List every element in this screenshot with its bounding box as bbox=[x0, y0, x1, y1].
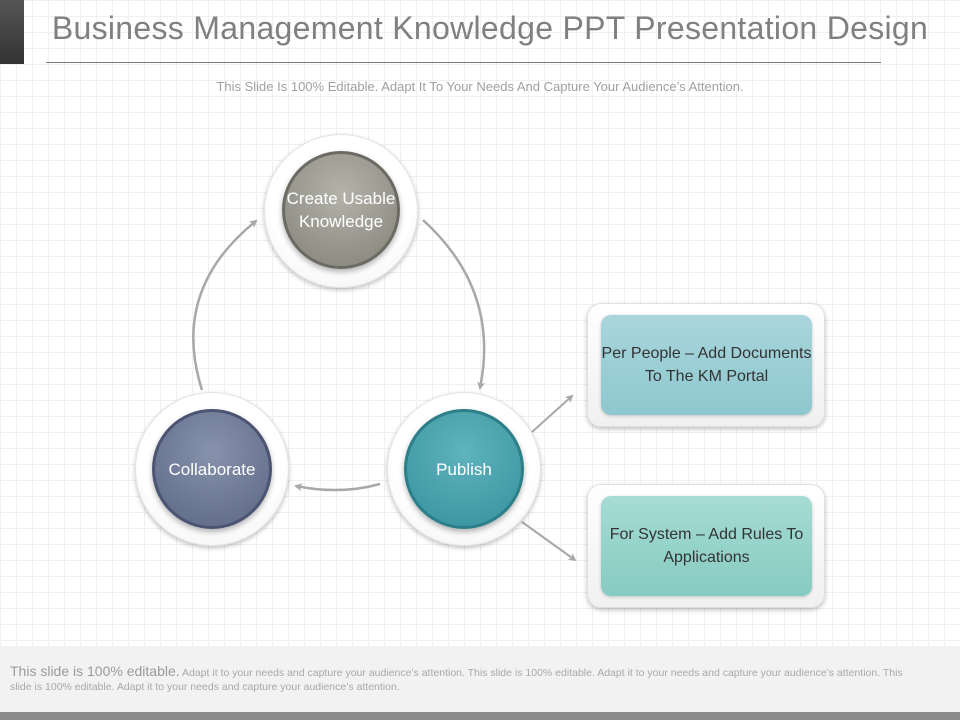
footer-lead: This slide is 100% editable. bbox=[10, 663, 180, 679]
slide-subtitle: This Slide Is 100% Editable. Adapt It To… bbox=[216, 79, 744, 94]
node-publish-label: Publish bbox=[404, 409, 524, 529]
title-divider bbox=[46, 62, 881, 63]
arrow-publish-to-system-card bbox=[521, 521, 577, 562]
corner-accent bbox=[0, 0, 24, 64]
node-collaborate: Collaborate bbox=[135, 392, 289, 546]
arrow-create-to-publish bbox=[422, 219, 486, 390]
node-collaborate-label: Collaborate bbox=[152, 409, 272, 529]
node-publish: Publish bbox=[387, 392, 541, 546]
arrow-collaborate-to-create bbox=[192, 219, 258, 391]
node-create-usable-knowledge: Create Usable Knowledge bbox=[264, 134, 418, 288]
node-create-label: Create Usable Knowledge bbox=[282, 151, 400, 269]
footer-body: Adapt it to your needs and capture your … bbox=[10, 667, 903, 693]
slide-title: Business Management Knowledge PPT Presen… bbox=[51, 10, 929, 46]
card-for-system-label: For System – Add Rules To Applications bbox=[601, 496, 812, 596]
card-for-system: For System – Add Rules To Applications bbox=[587, 484, 825, 608]
footer-panel: This slide is 100% editable. Adapt it to… bbox=[0, 646, 960, 712]
arrow-publish-to-people-card bbox=[531, 394, 574, 433]
card-per-people-label: Per People – Add Documents To The KM Por… bbox=[601, 315, 812, 415]
card-per-people: Per People – Add Documents To The KM Por… bbox=[587, 303, 825, 427]
arrow-publish-to-collaborate bbox=[294, 482, 381, 492]
footer-text: This slide is 100% editable. Adapt it to… bbox=[10, 664, 910, 694]
bottom-bar bbox=[0, 712, 960, 720]
